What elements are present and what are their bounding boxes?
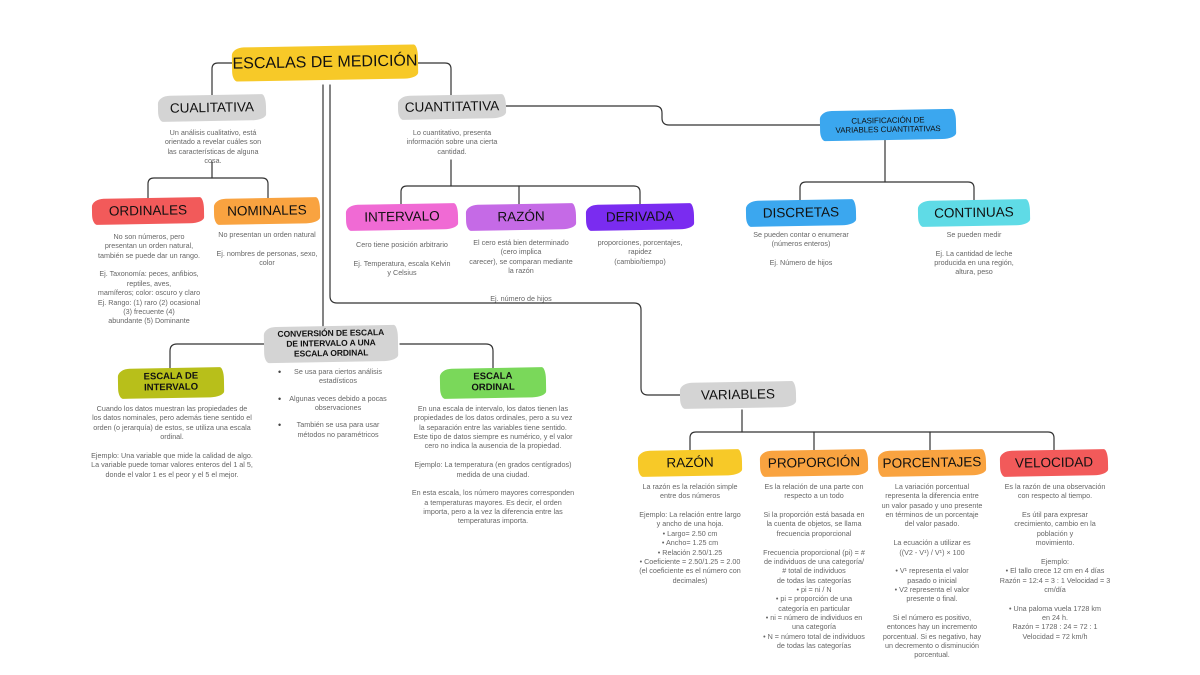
cualitativa-node: CUALITATIVA bbox=[157, 94, 267, 122]
escala-intervalo-node: ESCALA DE INTERVALO bbox=[117, 367, 225, 399]
proporcion-desc: Es la relación de una parte con respecto… bbox=[763, 482, 865, 651]
escala-intervalo-desc: Cuando los datos muestran las propiedade… bbox=[91, 404, 253, 479]
continuas-label: CONTINUAS bbox=[934, 204, 1014, 221]
variables-label: VARIABLES bbox=[700, 386, 776, 403]
porcentajes-node: PORCENTAJES bbox=[877, 449, 987, 477]
derivada-label: DERIVADA bbox=[605, 208, 675, 225]
conversion-label: CONVERSIÓN DE ESCALA DE INTERVALO A UNA … bbox=[277, 327, 385, 359]
razon-node: RAZÓN bbox=[465, 203, 577, 231]
cualitativa-desc: Un análisis cualitativo, está orientado … bbox=[164, 128, 262, 166]
list-item: Se usa para ciertos análisis estadístico… bbox=[278, 367, 388, 386]
cuantitativa-node: CUANTITATIVA bbox=[397, 94, 507, 120]
continuas-node: CONTINUAS bbox=[917, 199, 1031, 227]
list-item: Algunas veces debido a pocas observacion… bbox=[278, 394, 388, 413]
variables-node: VARIABLES bbox=[679, 380, 797, 410]
derivada-node: DERIVADA bbox=[585, 203, 695, 231]
escala-ordinal-desc: En una escala de intervalo, los datos ti… bbox=[411, 404, 575, 526]
ordinales-node: ORDINALES bbox=[91, 197, 205, 225]
var-razon-desc: La razón es la relación simple entre dos… bbox=[639, 482, 741, 585]
cuantitativa-desc: Lo cuantitativo, presenta información so… bbox=[406, 128, 498, 156]
proporcion-label: PROPORCIÓN bbox=[767, 454, 861, 472]
list-item: También se usa para usar métodos no para… bbox=[278, 420, 388, 439]
proporcion-node: PROPORCIÓN bbox=[759, 449, 869, 477]
porcentajes-label: PORCENTAJES bbox=[882, 454, 982, 472]
discretas-desc: Se pueden contar o enumerar (números ent… bbox=[753, 230, 849, 268]
velocidad-label: VELOCIDAD bbox=[1014, 454, 1094, 471]
title-node: ESCALAS DE MEDICIÓN bbox=[231, 44, 419, 82]
razon-label: RAZÓN bbox=[497, 208, 545, 225]
discretas-label: DISCRETAS bbox=[762, 204, 840, 221]
escala-ordinal-label: ESCALA ORDINAL bbox=[471, 370, 515, 394]
escala-intervalo-label: ESCALA DE INTERVALO bbox=[143, 370, 199, 394]
ordinales-desc: No son números, pero presentan un orden … bbox=[97, 232, 201, 326]
cuantitativa-label: CUANTITATIVA bbox=[404, 98, 500, 116]
clasificacion-node: CLASIFICACIÓN DE VARIABLES CUANTITATIVAS bbox=[819, 108, 957, 142]
velocidad-desc: Es la razón de una observación con respe… bbox=[999, 482, 1111, 641]
cualitativa-label: CUALITATIVA bbox=[169, 99, 255, 116]
velocidad-node: VELOCIDAD bbox=[999, 449, 1109, 477]
porcentajes-desc: La variación porcentual representa la di… bbox=[881, 482, 983, 660]
clasificacion-label: CLASIFICACIÓN DE VARIABLES CUANTITATIVAS bbox=[835, 115, 941, 135]
conversion-node: CONVERSIÓN DE ESCALA DE INTERVALO A UNA … bbox=[263, 324, 399, 364]
nominales-desc: No presentan un orden natural Ej. nombre… bbox=[216, 230, 318, 268]
razon-desc: El cero está bien determinado (cero impl… bbox=[469, 238, 573, 304]
intervalo-label: INTERVALO bbox=[364, 208, 440, 225]
discretas-node: DISCRETAS bbox=[745, 199, 857, 227]
escala-ordinal-node: ESCALA ORDINAL bbox=[439, 367, 547, 399]
intervalo-node: INTERVALO bbox=[345, 203, 459, 231]
page-title: ESCALAS DE MEDICIÓN bbox=[232, 52, 418, 73]
conversion-bullets: Se usa para ciertos análisis estadístico… bbox=[278, 367, 388, 447]
ordinales-label: ORDINALES bbox=[108, 202, 188, 219]
derivada-desc: proporciones, porcentajes, rapidez (camb… bbox=[597, 238, 683, 266]
var-razon-label: RAZÓN bbox=[666, 454, 714, 471]
var-razon-node: RAZÓN bbox=[637, 449, 743, 477]
nominales-node: NOMINALES bbox=[213, 197, 321, 225]
continuas-desc: Se pueden medir Ej. La cantidad de leche… bbox=[934, 230, 1014, 277]
intervalo-desc: Cero tiene posición arbitrario Ej. Tempe… bbox=[353, 240, 451, 278]
nominales-label: NOMINALES bbox=[227, 202, 307, 219]
